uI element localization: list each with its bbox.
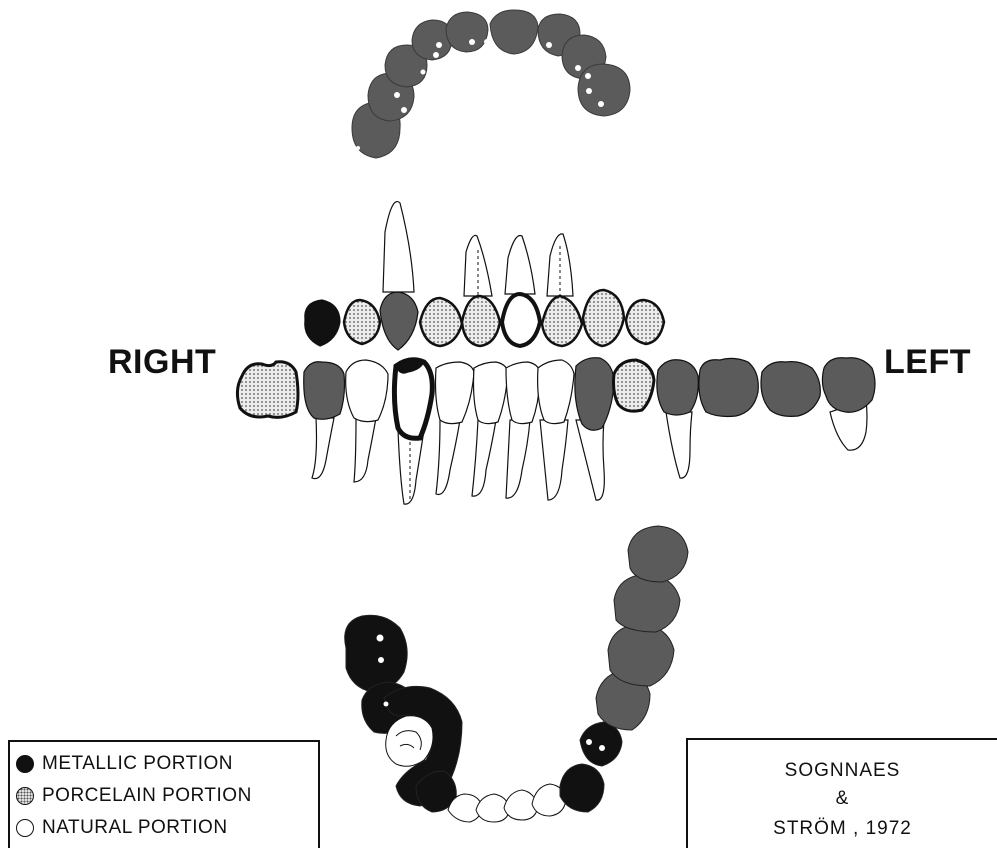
crown-natural [436,362,475,424]
pin-hole [575,65,581,71]
tooth-root [354,418,376,482]
pin-hole [598,101,604,107]
crown-gray [304,362,345,420]
crown-natural [474,362,509,424]
crown-gray [822,358,875,413]
pin-hole [378,657,384,663]
crown-natural [538,360,574,424]
upper-arch-tooth [578,64,630,116]
crown-porcelain [542,296,582,346]
citation-year: STRÖM , 1972 [688,818,997,840]
tooth-root [383,202,414,292]
tooth-root [506,420,530,498]
lower-arch [345,526,688,822]
crown-gray [657,360,698,415]
arch-tooth-gray [628,526,688,582]
natural-swatch-icon [16,819,34,837]
pin-hole [356,146,360,150]
pin-hole [586,88,592,94]
right-side-label: RIGHT [108,343,216,382]
crown-porcelain [614,360,655,411]
crown-gray [761,362,820,417]
metallic-swatch-icon [16,755,34,773]
crown-porcelain [237,362,298,418]
citation-box: SOGNNAES & STRÖM , 1972 [686,738,997,848]
crown-porcelain [462,296,500,346]
porcelain-swatch-icon [16,787,34,805]
legend-item-porcelain: PORCELAIN PORTION [16,780,318,812]
legend-item-metallic: METALLIC PORTION [16,748,318,780]
tooth-root [505,235,535,294]
legend-label: METALLIC PORTION [42,753,233,775]
pin-hole [469,39,475,45]
citation-authors: SOGNNAES [688,760,997,782]
pin-hole [384,702,389,707]
legend-label: NATURAL PORTION [42,817,228,839]
pin-hole [599,745,605,751]
upper-arch-tooth [446,12,488,52]
tooth-root [436,420,460,495]
upper-arch-tooth [412,20,452,60]
crown-natural [346,360,388,422]
crown-porcelain [420,298,462,346]
pin-hole [377,635,384,642]
legend-label: PORCELAIN PORTION [42,785,252,807]
pin-hole [586,739,592,745]
upper-teeth [305,202,664,350]
pin-hole [484,39,490,45]
tooth-root [398,430,424,504]
citation-ampersand: & [688,788,997,810]
tooth-root [666,412,692,478]
tooth-root [312,418,334,479]
crown-gray [380,292,418,350]
pin-hole [401,107,407,113]
pin-hole [585,73,591,79]
lower-teeth [237,358,875,504]
crown-metallic [305,300,340,346]
tooth-root [472,420,496,496]
pin-hole [421,70,426,75]
tooth-root [576,420,604,500]
crown-natural [506,362,540,424]
crown-gray [699,358,758,416]
arch-tooth-gray [608,624,674,686]
tooth-root [540,420,568,500]
pin-hole [433,52,439,58]
crown-natural-metal-rim [502,294,540,346]
pin-hole [394,92,400,98]
arch-tooth-metallic [560,764,604,812]
arch-tooth-metallic [580,722,622,766]
upper-arch-tooth [490,10,538,54]
crown-gray [575,358,614,431]
arch-tooth-metallic [345,615,407,692]
legend: METALLIC PORTION PORCELAIN PORTION NATUR… [8,740,320,848]
arch-tooth-gray [614,574,680,632]
crown-porcelain [344,300,380,344]
pin-hole [546,42,552,48]
left-side-label: LEFT [884,343,971,382]
crown-porcelain [583,290,624,346]
upper-arch [352,10,630,158]
crown-porcelain [626,300,664,344]
legend-item-natural: NATURAL PORTION [16,812,318,844]
pin-hole [436,42,442,48]
